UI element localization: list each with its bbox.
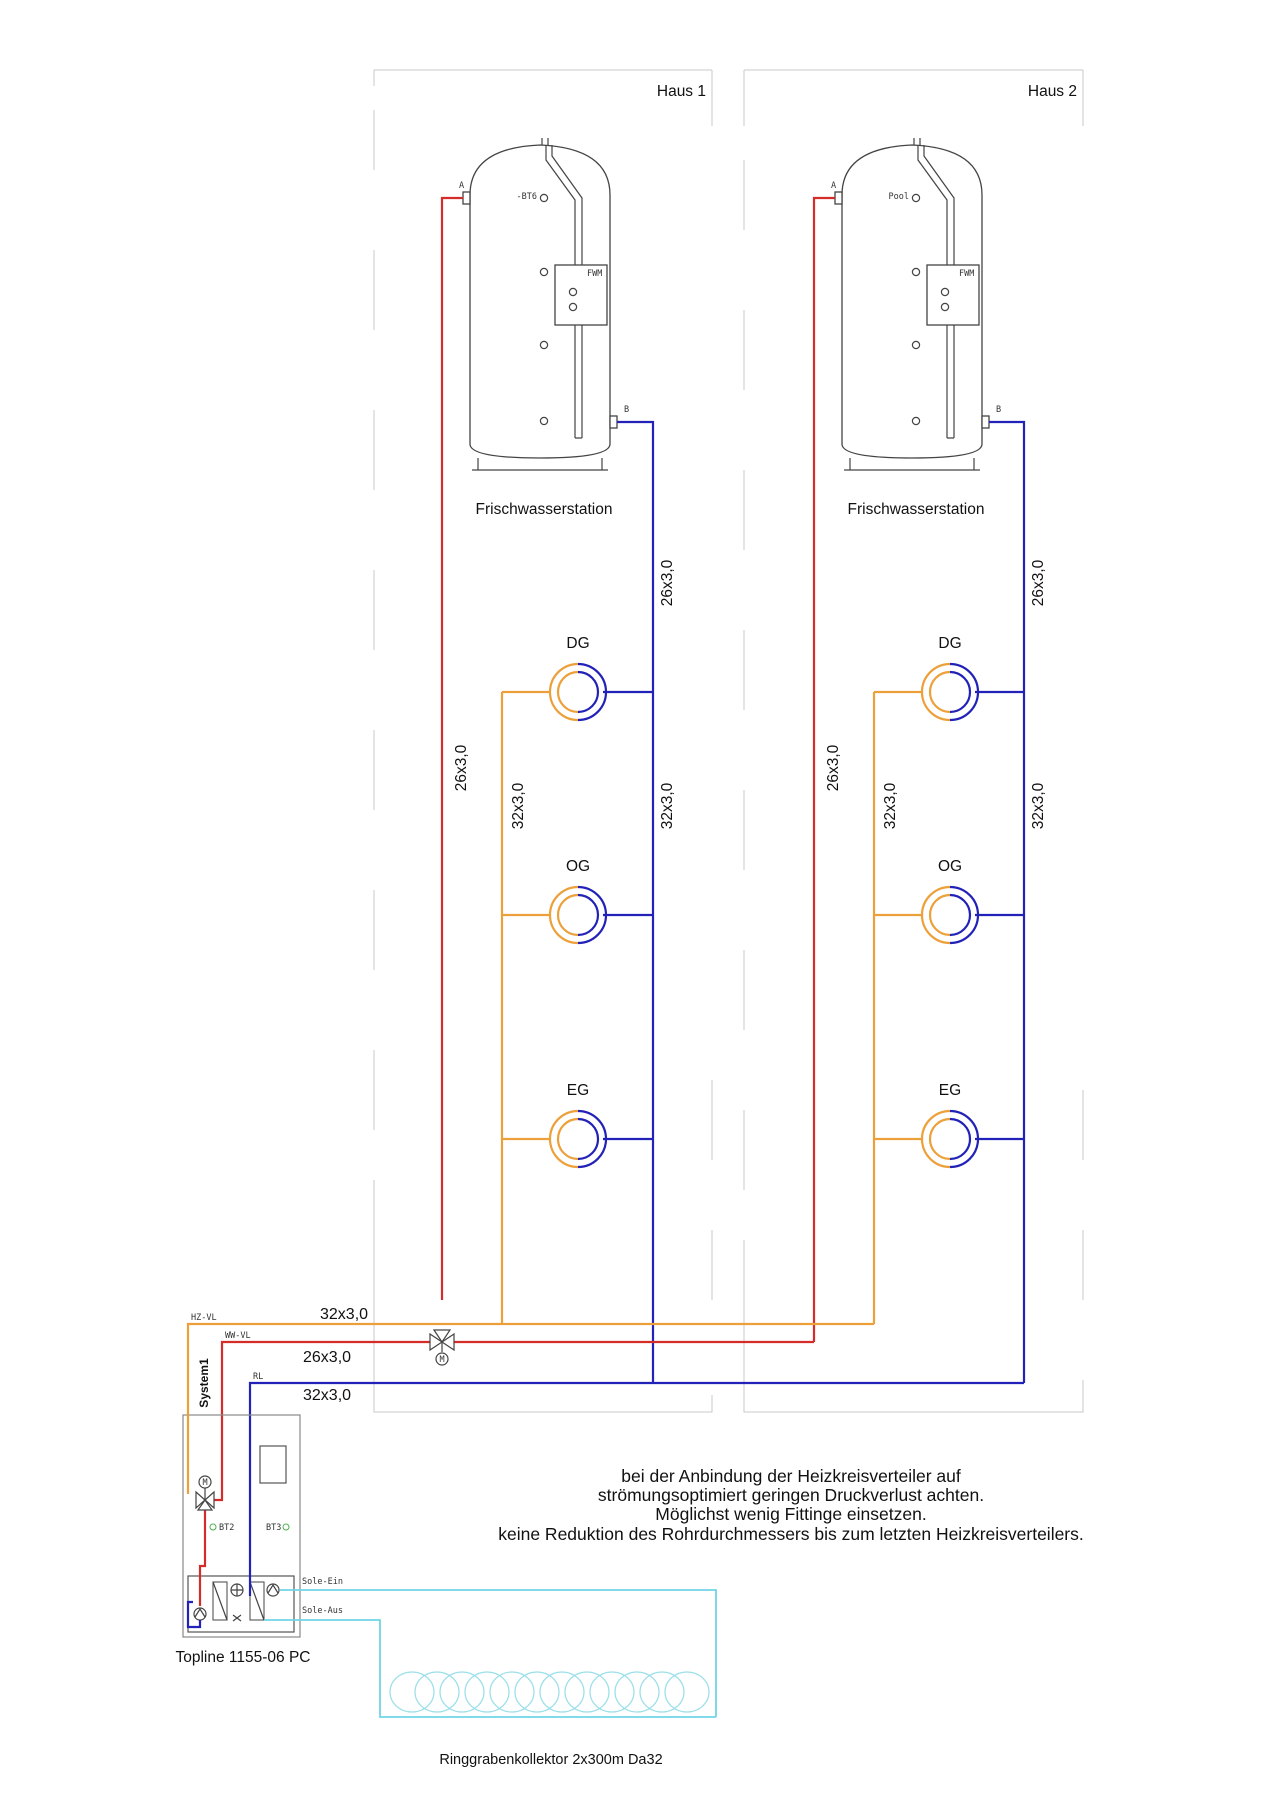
brine-out-label: Sole-Aus <box>302 1606 343 1616</box>
main-rl-pipe <box>248 1381 1024 1560</box>
sensor-bt2: BT2 <box>219 1523 234 1533</box>
size-hz-vl: 32x3,0 <box>320 1306 368 1323</box>
brine-in-pipe <box>280 1589 717 1717</box>
return-pipe-2 <box>989 420 1026 1383</box>
pipe-size-ww-1: 26x3,0 <box>453 744 470 791</box>
house-frame-2 <box>743 69 1084 1413</box>
sensor-bt3: BT3 <box>266 1523 281 1533</box>
heating-circuit-1-og <box>548 885 608 945</box>
port-a-2: A <box>831 181 836 191</box>
fwm-label-1: FWM <box>587 269 602 279</box>
storage-tank-1: FWM -BT6 A B <box>459 138 629 471</box>
ring-trench-collector <box>389 1671 710 1713</box>
tank-caption-1: Frischwasserstation <box>476 501 613 518</box>
collector-label: Ringgrabenkollektor 2x300m Da32 <box>439 1752 662 1768</box>
main-ww-vl-pipe <box>220 1340 814 1486</box>
ww-supply-pipe-1 <box>440 196 463 1300</box>
system-label: System1 <box>197 1358 211 1408</box>
pipe-size-ww-2: 26x3,0 <box>825 744 842 791</box>
pipe-size-heating-1: 32x3,0 <box>510 782 527 829</box>
circuit-label-2-og: OG <box>938 858 962 875</box>
tag-ww-vl: WW-VL <box>225 1331 251 1341</box>
circuit-label-2-eg: EG <box>939 1082 961 1099</box>
house-title-2: Haus 2 <box>1028 83 1077 100</box>
note-line-3: Möglichst wenig Fittinge einsetzen. <box>655 1504 926 1524</box>
heating-supply-riser-2 <box>872 690 922 1324</box>
heating-circuit-2-og <box>920 885 980 945</box>
heating-return-branches-1 <box>603 690 653 1141</box>
port-a-1: A <box>459 181 464 191</box>
port-b-1: B <box>624 405 629 415</box>
return-pipe-1 <box>617 420 655 1383</box>
sensor-label-2: Pool <box>889 192 909 202</box>
pipe-size-return-lower-2: 32x3,0 <box>1030 782 1047 829</box>
three-way-valve: M <box>429 1329 455 1366</box>
main-hz-vl-pipe <box>186 1322 874 1402</box>
unit-valve-motor-label: M <box>202 1478 207 1488</box>
heating-return-branches-2 <box>975 690 1024 1141</box>
ww-supply-pipe-2 <box>812 196 835 1342</box>
house-frame-1 <box>373 69 713 1413</box>
sensor-label-1: -BT6 <box>517 192 537 202</box>
pipe-size-return-upper-1: 26x3,0 <box>659 559 676 606</box>
size-ww-vl: 26x3,0 <box>303 1349 351 1366</box>
heating-circuit-2-dg <box>920 662 980 722</box>
valve-motor-label: M <box>439 1355 444 1365</box>
tag-hz-vl: HZ-VL <box>191 1313 217 1323</box>
size-rl: 32x3,0 <box>303 1387 351 1404</box>
tank-caption-2: Frischwasserstation <box>848 501 985 518</box>
fwm-module-1 <box>554 264 608 326</box>
installation-note: bei der Anbindung der Heizkreisverteiler… <box>498 1466 1084 1544</box>
pipe-size-return-upper-2: 26x3,0 <box>1030 559 1047 606</box>
brine-out-pipe <box>264 1619 716 1718</box>
fwm-label-2: FWM <box>959 269 974 279</box>
note-line-4: keine Reduktion des Rohrdurchmessers bis… <box>498 1524 1084 1544</box>
control-display <box>259 1445 287 1484</box>
heating-circuit-2-eg <box>920 1109 980 1169</box>
sensor-port-2 <box>911 193 921 203</box>
heating-circuit-1-eg <box>548 1109 608 1169</box>
sensor-port-1 <box>539 193 549 203</box>
storage-tank-2: FWM Pool A B <box>831 138 1001 471</box>
fwm-module-2 <box>926 264 980 326</box>
heating-circuit-1-dg <box>548 662 608 722</box>
circuit-label-1-og: OG <box>566 858 590 875</box>
brine-in-label: Sole-Ein <box>302 1577 343 1587</box>
heating-supply-riser-1 <box>500 690 550 1324</box>
house-title-1: Haus 1 <box>657 83 706 100</box>
circuit-label-2-dg: DG <box>938 635 961 652</box>
note-line-2: strömungsoptimiert geringen Druckverlust… <box>598 1485 984 1505</box>
port-b-2: B <box>996 405 1001 415</box>
heat-pump-model: Topline 1155-06 PC <box>176 1649 311 1666</box>
heat-pump-unit: BT2 BT3 M <box>182 1402 301 1638</box>
tag-rl: RL <box>253 1372 263 1382</box>
pipe-size-return-lower-1: 32x3,0 <box>659 782 676 829</box>
note-line-1: bei der Anbindung der Heizkreisverteiler… <box>621 1466 961 1486</box>
circuit-label-1-eg: EG <box>567 1082 589 1099</box>
circuit-label-1-dg: DG <box>566 635 589 652</box>
pipe-size-heating-2: 32x3,0 <box>882 782 899 829</box>
